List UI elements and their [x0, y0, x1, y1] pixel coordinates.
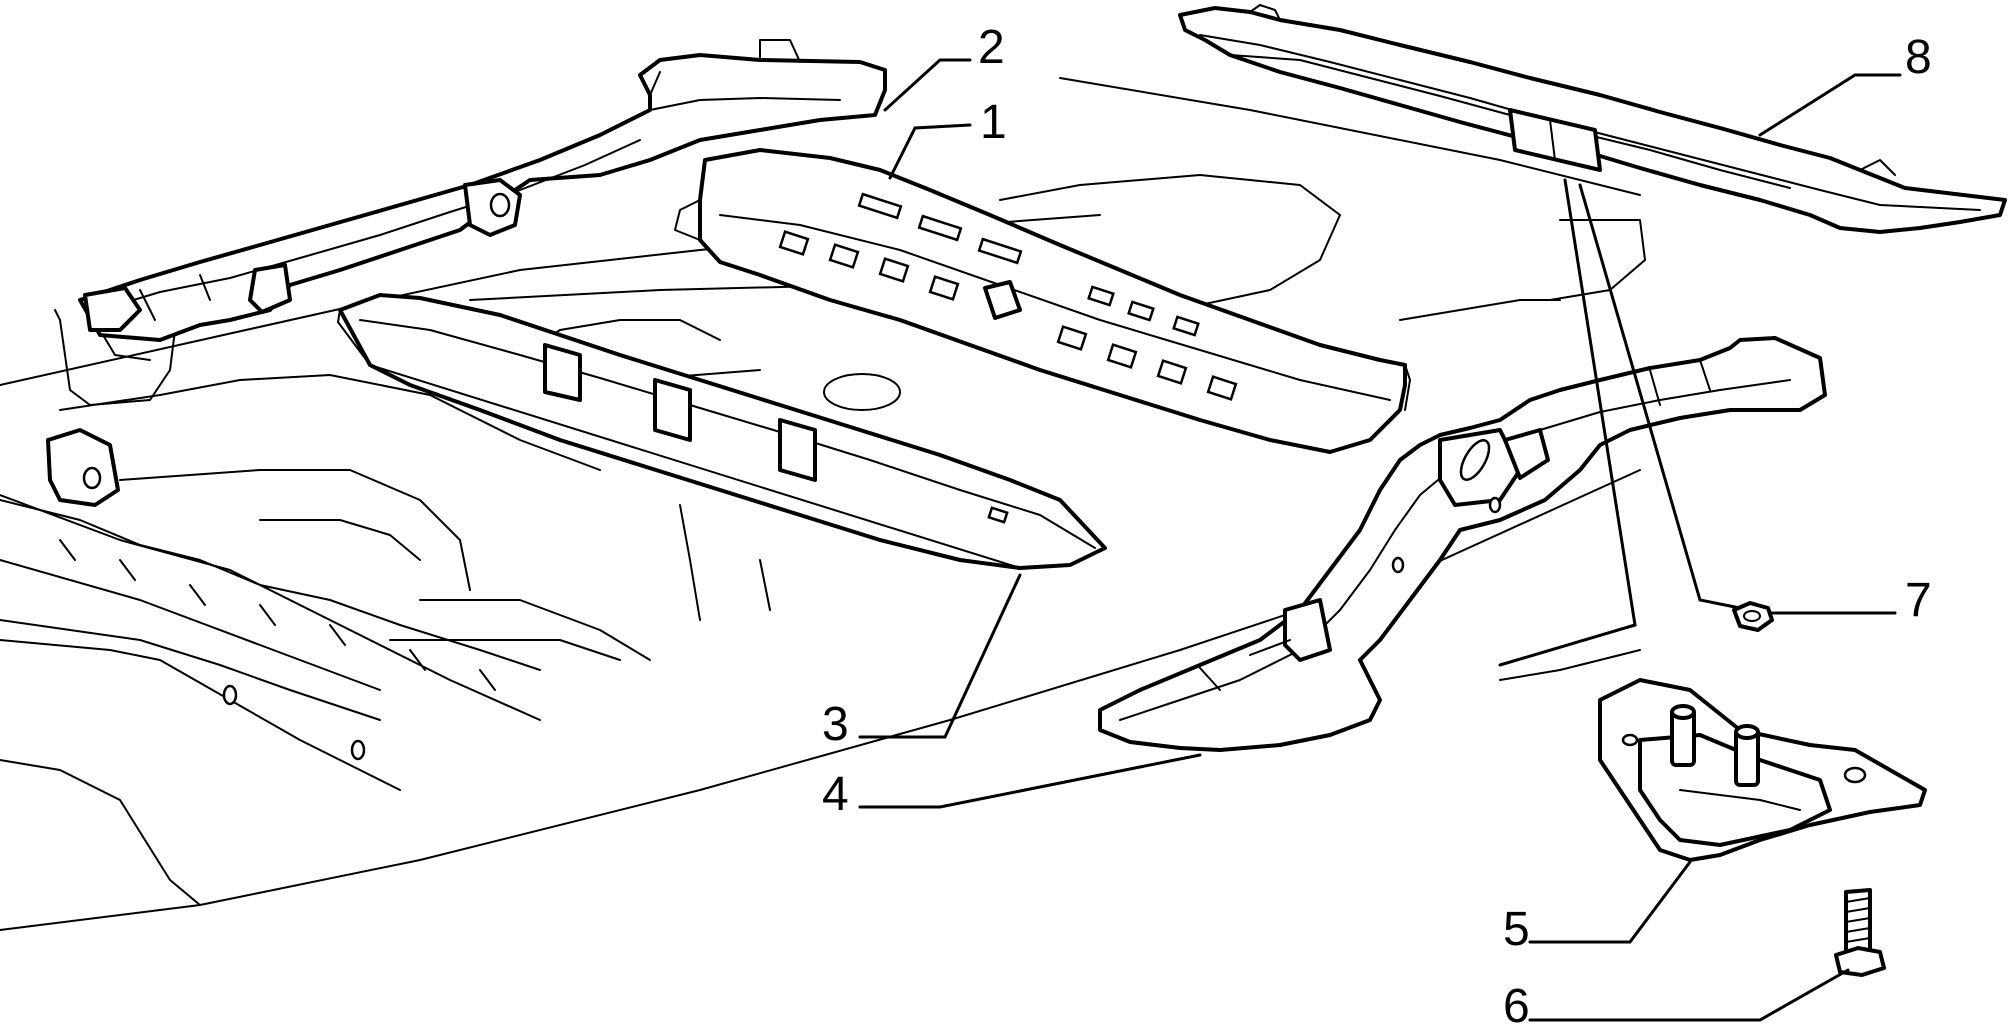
floor-pan [0, 77, 1646, 931]
part-6-bolt [1834, 888, 1886, 977]
callout-3: 3 [822, 698, 849, 751]
leader-line-7-extension [1578, 183, 1742, 610]
leader-line-5 [1528, 860, 1692, 944]
part-7-nut [1732, 601, 1774, 632]
part-1-cross-panel [674, 148, 1411, 454]
callout-4: 4 [822, 768, 849, 821]
leader-lines [858, 58, 1902, 1022]
leader-line-6 [1528, 968, 1850, 1022]
callout-2: 2 [978, 21, 1005, 74]
callout-1: 1 [980, 96, 1007, 149]
part-4-right-side-member [1098, 336, 1827, 752]
leader-line-4 [858, 753, 1202, 809]
leader-line-2 [883, 58, 972, 112]
part-2-left-side-member [78, 39, 887, 342]
callout-numbers: 1 2 3 4 5 6 7 8 [822, 21, 1932, 1027]
callout-7: 7 [1905, 574, 1932, 627]
leader-line-1 [888, 123, 972, 180]
part-5-mounting-bracket [1598, 678, 1927, 862]
part-8-rear-cross-member [1178, 4, 2007, 234]
callout-8: 8 [1905, 31, 1932, 84]
leader-line-5-extension [1498, 178, 1637, 667]
leader-line-8 [1758, 73, 1902, 137]
part-3-cross-member [337, 293, 1107, 570]
leader-line-3 [858, 573, 1022, 739]
callout-5: 5 [1503, 903, 1530, 956]
callout-6: 6 [1503, 980, 1530, 1027]
